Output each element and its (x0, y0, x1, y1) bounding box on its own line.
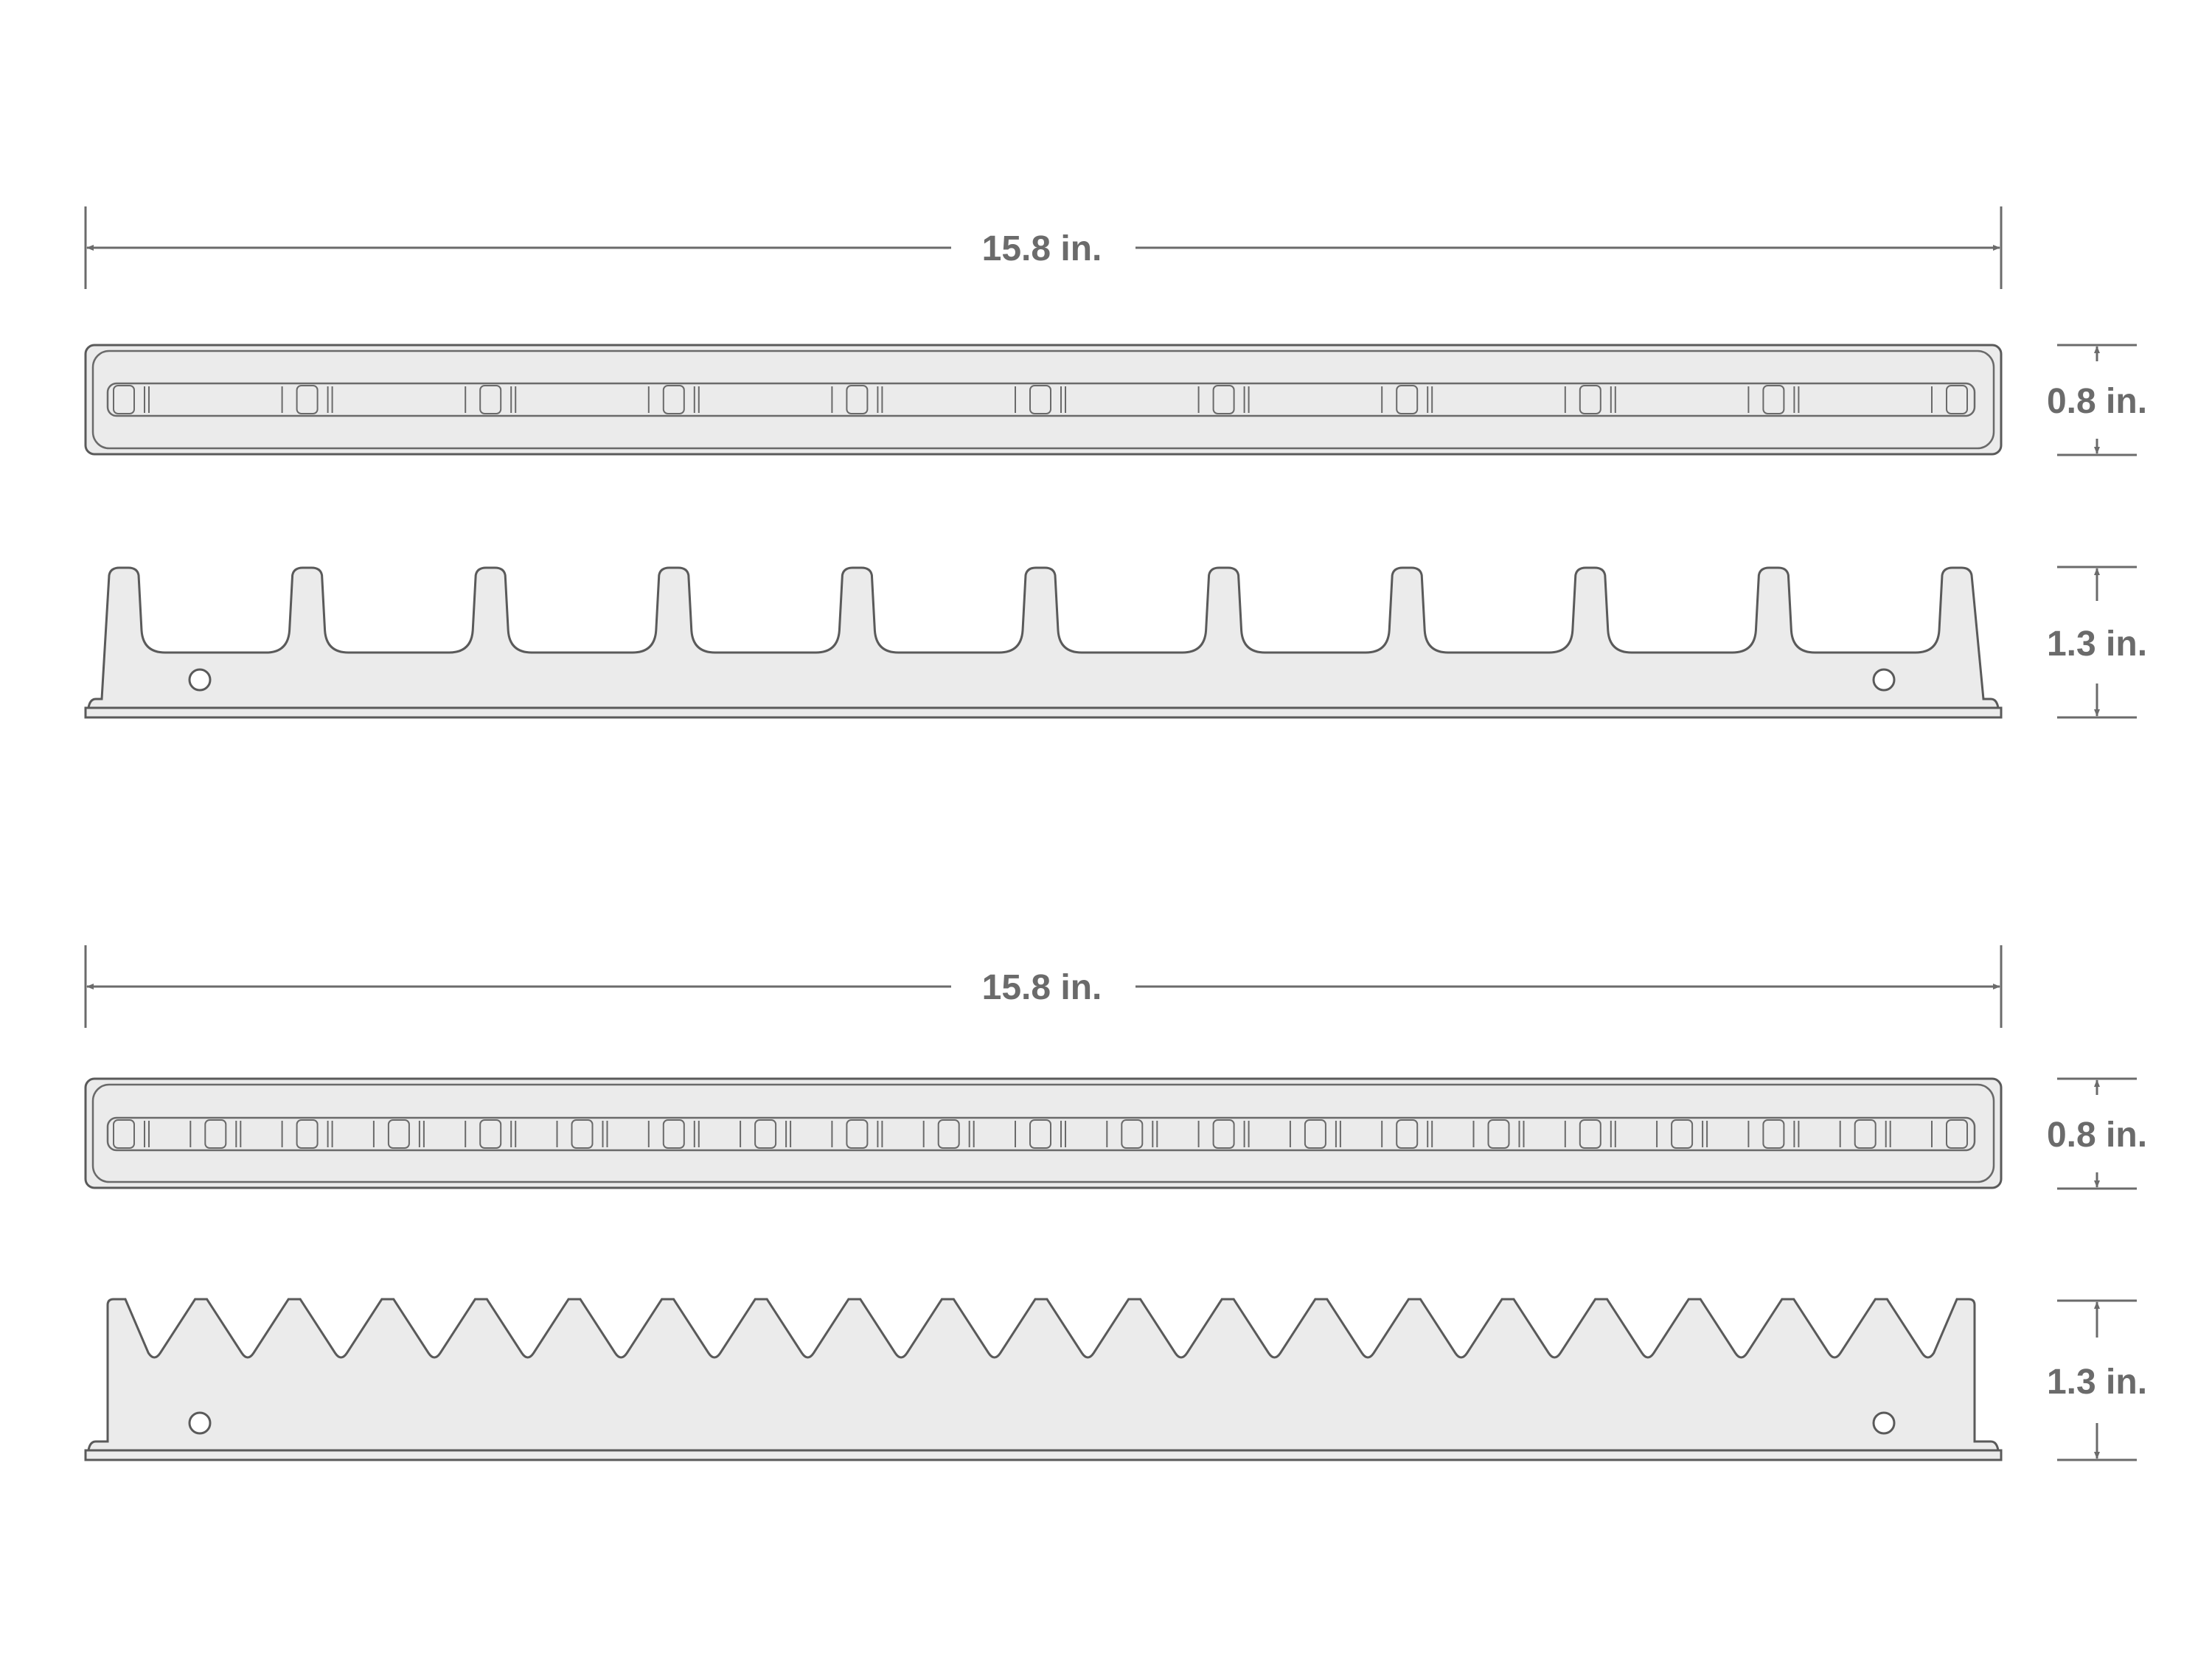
peg-marker (1579, 385, 1601, 414)
peg-marker (1762, 1119, 1785, 1149)
peg-marker (1029, 1119, 1051, 1149)
mounting-hole-left (188, 1411, 212, 1435)
peg-marker (662, 385, 685, 414)
peg-marker (846, 385, 869, 414)
peg-marker (113, 1119, 135, 1149)
mounting-hole-left (188, 668, 212, 692)
peg-marker (1854, 1119, 1877, 1149)
top-length-label: 15.8 in. (982, 229, 1102, 268)
top-width-label: 0.8 in. (2047, 382, 2147, 421)
peg-marker (1396, 1119, 1419, 1149)
top-rack-base-plate (84, 706, 2003, 719)
bottom-rack-side-view (84, 1298, 2003, 1461)
mounting-hole-right (1872, 668, 1896, 692)
top-rack-top-view-inner (91, 349, 1995, 450)
peg-marker (296, 1119, 319, 1149)
peg-marker (1212, 385, 1235, 414)
top-rack-peg-markers (113, 385, 1968, 414)
peg-marker (1304, 1119, 1326, 1149)
top-rack-top-view-outline (84, 344, 2003, 456)
top-length-dimension: 15.8 in. (84, 206, 2003, 289)
peg-marker (1762, 385, 1785, 414)
peg-marker (1579, 1119, 1601, 1149)
peg-marker (1946, 1119, 1968, 1149)
peg-marker (1487, 1119, 1510, 1149)
top-width-dimension: 0.8 in. (2047, 344, 2147, 456)
bottom-rack: 15.8 in. 0.8 in. 1.3 in. (84, 945, 2147, 1461)
peg-marker (937, 1119, 960, 1149)
bottom-length-label: 15.8 in. (982, 968, 1102, 1007)
peg-marker (204, 1119, 227, 1149)
peg-marker (479, 385, 502, 414)
peg-marker (1671, 1119, 1694, 1149)
top-rack-top-view (84, 344, 2003, 456)
peg-marker (846, 1119, 869, 1149)
peg-marker (1029, 385, 1051, 414)
bottom-rack-top-view-outline (84, 1077, 2003, 1189)
bottom-width-label: 0.8 in. (2047, 1116, 2147, 1155)
top-height-dimension: 1.3 in. (2047, 566, 2147, 719)
bottom-height-label: 1.3 in. (2047, 1363, 2147, 1402)
mounting-hole-right (1872, 1411, 1896, 1435)
peg-marker (1212, 1119, 1235, 1149)
bottom-height-dimension: 1.3 in. (2047, 1299, 2147, 1461)
bottom-rack-side-profile (87, 1298, 2000, 1452)
peg-marker (1946, 385, 1968, 414)
peg-marker (113, 385, 135, 414)
bottom-length-dimension: 15.8 in. (84, 945, 2003, 1028)
top-rack-side-profile (87, 566, 2000, 709)
peg-marker (479, 1119, 502, 1149)
top-rack: 15.8 in. 0.8 in. (84, 206, 2147, 719)
bottom-rack-peg-markers (113, 1119, 1968, 1149)
bottom-rack-channel (106, 1116, 1976, 1152)
peg-marker (571, 1119, 594, 1149)
top-height-label: 1.3 in. (2047, 625, 2147, 664)
peg-marker (754, 1119, 777, 1149)
top-rack-channel (106, 382, 1976, 417)
bottom-width-dimension: 0.8 in. (2047, 1077, 2147, 1190)
peg-marker (296, 385, 319, 414)
peg-marker (662, 1119, 685, 1149)
peg-marker (1121, 1119, 1144, 1149)
bottom-rack-top-view (84, 1077, 2003, 1189)
bottom-rack-base-plate (84, 1449, 2003, 1461)
bottom-rack-top-view-inner (91, 1083, 1995, 1183)
top-rack-side-view (84, 566, 2003, 719)
peg-marker (387, 1119, 410, 1149)
peg-marker (1396, 385, 1419, 414)
